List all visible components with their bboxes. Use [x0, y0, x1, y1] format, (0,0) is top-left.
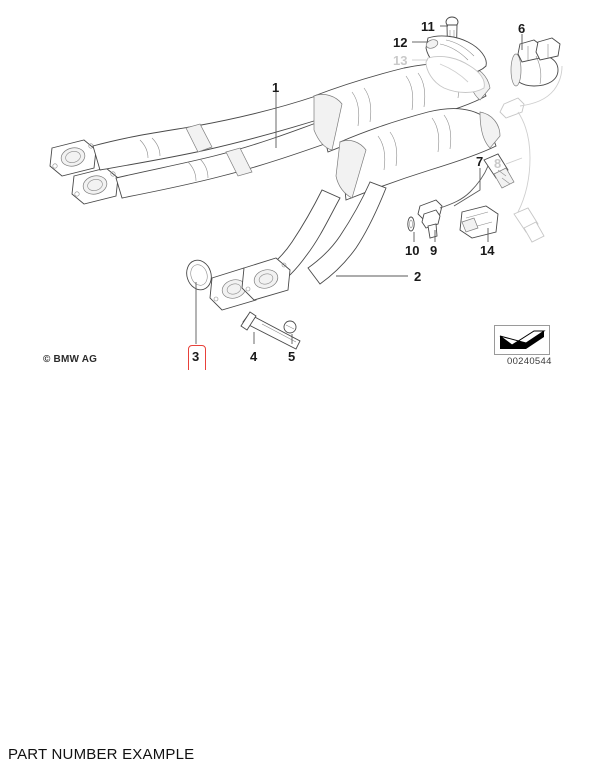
- diagram-id-label: 00240544: [507, 356, 552, 367]
- callout-4[interactable]: 4: [250, 349, 258, 364]
- orientation-indicator-box: [494, 325, 550, 355]
- callout-12[interactable]: 12: [393, 35, 408, 50]
- callout-1[interactable]: 1: [272, 80, 280, 95]
- oxygen-sensor-rear: [499, 65, 563, 243]
- heat-shield-lower: [425, 55, 485, 93]
- callout-10[interactable]: 10: [405, 243, 420, 258]
- callout-8-dimmed[interactable]: 8: [494, 156, 502, 171]
- exhaust-system-illustration: [49, 16, 563, 350]
- copyright-notice: © BMW AG: [43, 354, 98, 365]
- callout-3-selected[interactable]: 3: [192, 349, 200, 364]
- callout-5[interactable]: 5: [288, 349, 296, 364]
- washer: [407, 216, 415, 232]
- exhaust-front-pipe-assembly: [49, 95, 337, 205]
- callout-13-dimmed[interactable]: 13: [393, 53, 408, 68]
- callout-7[interactable]: 7: [476, 154, 484, 169]
- callout-11[interactable]: 11: [421, 19, 435, 34]
- page-title: PART NUMBER EXAMPLE: [8, 746, 195, 763]
- callout-leader-lines: [195, 25, 523, 344]
- flange-bolt: [240, 311, 301, 350]
- flange-nut: [283, 320, 297, 334]
- diagram-canvas[interactable]: 1 2 3 4 5 6 7 8 9 10 11 12 13 14 © BMW A…: [0, 0, 600, 375]
- gasket-ring: [186, 259, 212, 291]
- callout-2[interactable]: 2: [414, 269, 422, 284]
- exhaust-rear-pipe: [209, 181, 387, 311]
- caption-bar: PART NUMBER EXAMPLE: [0, 370, 600, 763]
- pipe-clamp: [510, 37, 561, 87]
- catalytic-converter-right: [335, 108, 501, 201]
- hex-bolt: [421, 209, 441, 239]
- callout-14[interactable]: 14: [480, 243, 495, 258]
- callout-6[interactable]: 6: [518, 21, 526, 36]
- callout-9[interactable]: 9: [430, 243, 438, 258]
- forward-arrow-icon: [499, 330, 546, 349]
- sensor-retaining-clip: [459, 205, 499, 239]
